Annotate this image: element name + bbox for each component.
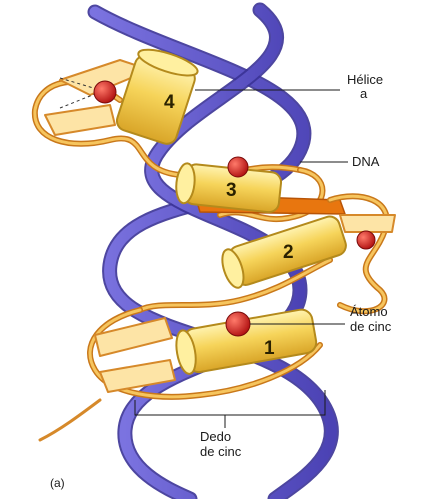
zinc-atom-1 [226,312,250,336]
zinc-atom-4 [94,81,116,103]
label-zinc-finger: Dedo [200,429,231,444]
label-zinc-atom-line2: de cinc [350,319,392,334]
finger-number-1: 1 [264,338,275,359]
label-zinc-atom: Átomo [350,304,388,319]
finger-number-3: 3 [226,180,237,201]
label-helix-symbol: a [360,86,368,101]
finger-number-4: 4 [164,92,175,113]
finger-number-2: 2 [283,242,294,263]
zinc-atom-3 [228,157,248,177]
label-dna: DNA [352,154,380,169]
label-helix: Hélice [347,72,383,87]
zinc-atom-2 [357,231,375,249]
label-zinc-finger-line2: de cinc [200,444,242,459]
panel-label: (a) [50,476,65,490]
